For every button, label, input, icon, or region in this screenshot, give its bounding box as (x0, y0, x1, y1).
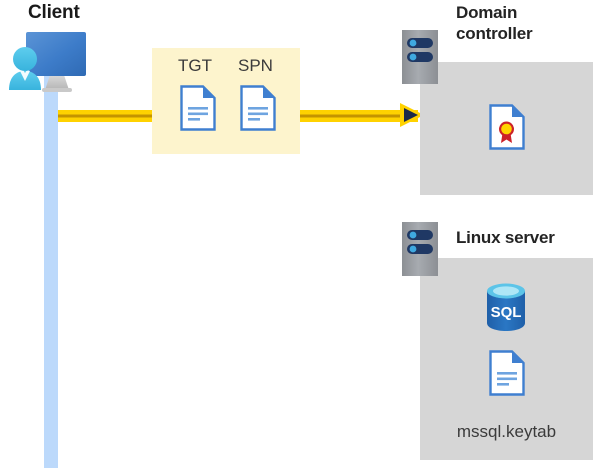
domain-controller-title-line1: Domain (456, 3, 518, 22)
spn-document-icon (240, 85, 276, 131)
client-lifeline (44, 60, 58, 468)
svg-text:SQL: SQL (491, 304, 522, 321)
keytab-document-icon (489, 350, 525, 396)
linux-server-icon (402, 222, 438, 276)
spn-label: SPN (238, 56, 273, 75)
domain-controller-title: Domain controller (456, 2, 596, 44)
client-label: Client (28, 2, 80, 23)
domain-controller-server-icon (402, 30, 438, 84)
arrow-head-icon (400, 103, 424, 127)
linux-server-title: Linux server (456, 228, 555, 247)
domain-controller-title-line2: controller (456, 24, 533, 43)
tgt-document-icon (180, 85, 216, 131)
certificate-document-icon (489, 104, 525, 150)
keytab-file-label: mssql.keytab (456, 422, 557, 441)
tgt-label: TGT (178, 56, 212, 75)
sql-database-icon: SQL (484, 282, 528, 332)
tgt-spn-token-box (152, 48, 300, 154)
user-monitor-icon (6, 28, 90, 94)
